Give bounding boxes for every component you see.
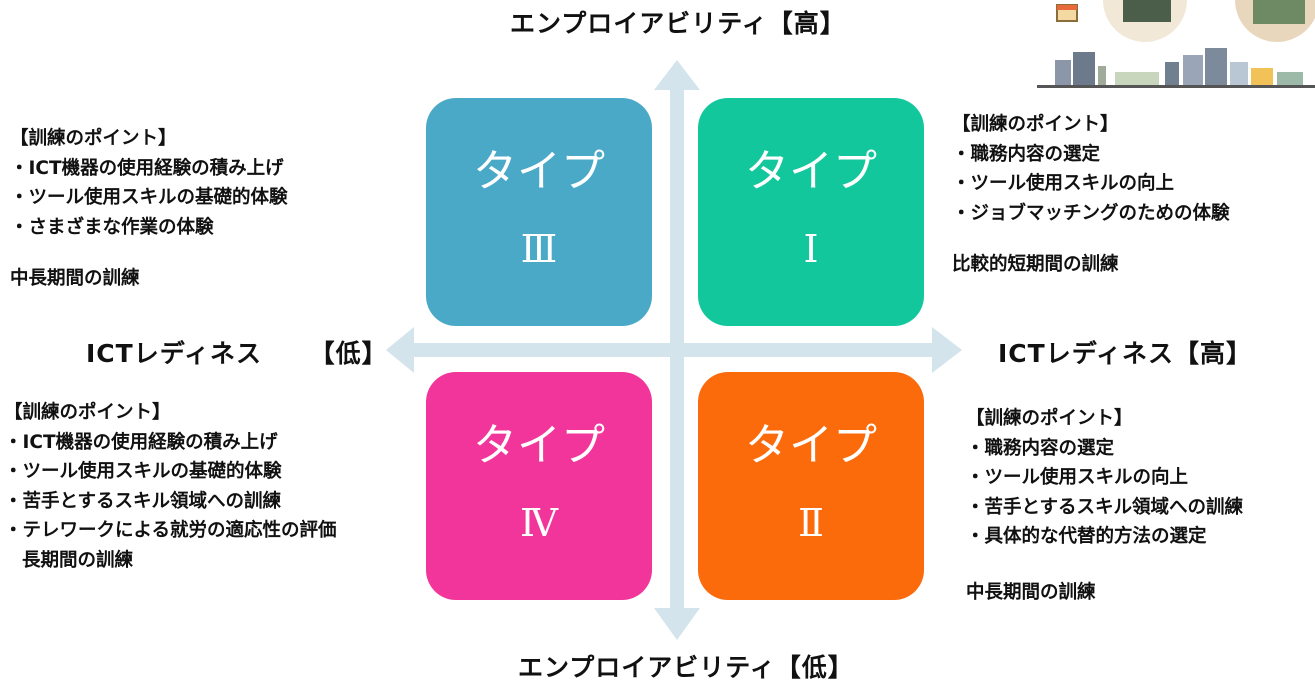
- left-arrow-head: [386, 327, 414, 373]
- note-duration: 比較的短期間の訓練: [952, 254, 1119, 275]
- x-axis-left-mark: 【低】: [309, 339, 388, 368]
- y-axis-top-label: エンプロイアビリティ【高】: [510, 9, 846, 38]
- note-item: ・ツール使用スキルの基礎的体験: [10, 187, 288, 208]
- quadrant-title: タイプ: [745, 146, 877, 197]
- quadrant-title: タイプ: [745, 420, 877, 471]
- note-item: ・職務内容の選定: [952, 143, 1101, 165]
- y-axis-bottom-label: エンプロイアビリティ【低】: [518, 653, 854, 682]
- right-arrow-head: [932, 327, 962, 373]
- note-duration: 中長期間の訓練: [966, 581, 1096, 603]
- note-item: ・ツール使用スキルの向上: [966, 467, 1189, 488]
- quadrant-numeral: Ⅲ: [520, 227, 558, 271]
- note-item: ・ツール使用スキルの基礎的体験: [4, 461, 282, 482]
- quadrant-type-2: タイプ Ⅱ: [698, 372, 924, 600]
- quadrant-title: タイプ: [473, 420, 605, 471]
- note-item: ・ツール使用スキルの向上: [952, 173, 1175, 194]
- x-axis-right-label: ICTレディネス【高】: [998, 339, 1252, 368]
- note-item: ・苦手とするスキル領域への訓練: [966, 496, 1243, 518]
- horizontal-axis-line: [410, 343, 935, 357]
- x-axis-left-label: ICTレディネス 【低】: [86, 334, 388, 370]
- quadrant-type-1: タイプ Ⅰ: [698, 98, 924, 326]
- note-item: ・職務内容の選定: [966, 437, 1115, 459]
- quadrant-numeral: Ⅰ: [803, 227, 819, 271]
- note-item: ・さまざまな作業の体験: [10, 216, 214, 238]
- quadrant-type-4: タイプ Ⅳ: [426, 372, 652, 600]
- quadrant-title: タイプ: [473, 146, 605, 197]
- note-heading: 【訓練のポイント】: [952, 114, 1119, 135]
- note-item: ・テレワークによる就労の適応性の評価: [4, 520, 337, 541]
- note-item: ・具体的な代替的方法の選定: [966, 526, 1207, 547]
- up-arrow-head: [654, 60, 700, 90]
- down-arrow-head: [654, 608, 700, 640]
- quadrant-numeral: Ⅱ: [798, 501, 824, 545]
- office-illustration: [1037, 0, 1315, 88]
- note-heading: 【訓練のポイント】: [10, 128, 177, 149]
- quadrant-type-3: タイプ Ⅲ: [426, 98, 652, 326]
- note-heading: 【訓練のポイント】: [966, 408, 1133, 429]
- note-duration: 長期間の訓練: [22, 549, 134, 571]
- note-item: ・ICT機器の使用経験の積み上げ: [10, 157, 284, 179]
- note-heading: 【訓練のポイント】: [4, 402, 171, 423]
- note-item: ・ICT機器の使用経験の積み上げ: [4, 431, 278, 453]
- note-type-4: 【訓練のポイント】 ・ICT機器の使用経験の積み上げ ・ツール使用スキルの基礎的…: [4, 398, 336, 575]
- note-item: ・ジョブマッチングのための体験: [952, 202, 1230, 224]
- note-duration: 中長期間の訓練: [10, 268, 140, 289]
- note-item: ・苦手とするスキル領域への訓練: [4, 490, 281, 512]
- note-type-3: 【訓練のポイント】 ・ICT機器の使用経験の積み上げ ・ツール使用スキルの基礎的…: [10, 124, 288, 294]
- quadrant-numeral: Ⅳ: [520, 501, 558, 545]
- note-type-1: 【訓練のポイント】 ・職務内容の選定 ・ツール使用スキルの向上 ・ジョブマッチン…: [952, 110, 1230, 280]
- note-type-2: 【訓練のポイント】 ・職務内容の選定 ・ツール使用スキルの向上 ・苦手とするスキ…: [966, 404, 1243, 607]
- x-axis-left-text: ICTレディネス: [86, 339, 262, 368]
